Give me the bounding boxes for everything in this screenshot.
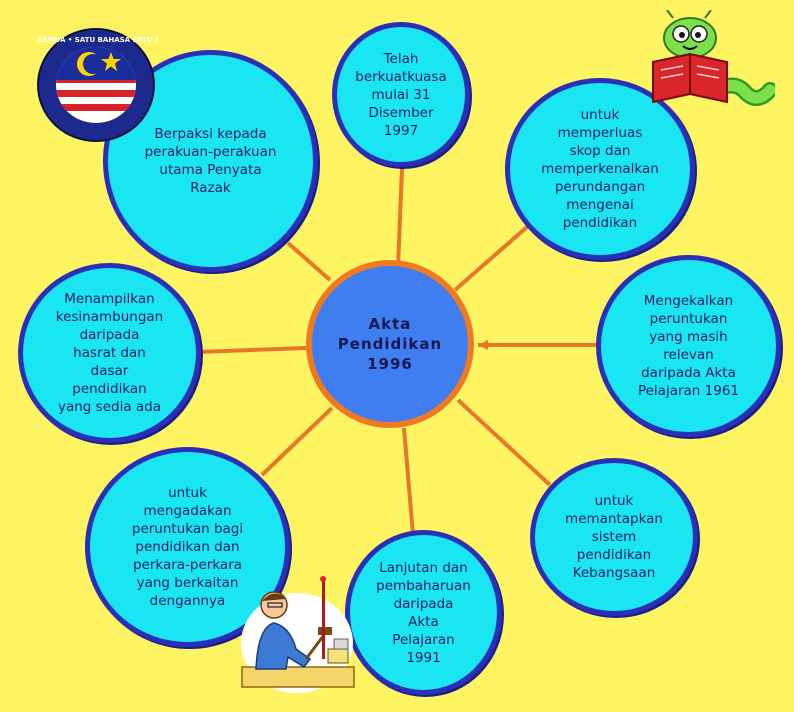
node-n6-text: untuk mengadakan peruntukan bagi pendidi… [131,485,244,609]
node-n1-text: Telah berkuatkuasa mulai 31 Disember 199… [355,50,447,139]
node-n4: untuk memantapkan sistem pendidikan Keba… [530,458,698,616]
arrow-head-n3 [478,340,488,350]
center-node: Akta Pendidikan 1996 [306,260,474,428]
bookworm-reading-icon [652,10,775,106]
node-n8-text: Berpaksi kepada perakuan-perakuan utama … [144,126,277,196]
logo-ring-text: SATU SEKOLAH UNTUK SEMUA • SATU BAHASA S… [35,36,157,44]
connector-n7 [197,346,307,354]
connector-n1 [396,167,404,269]
connector-n4 [456,398,552,487]
connector-n2 [453,218,537,292]
center-title: Akta Pendidikan 1996 [337,315,443,373]
connector-n8 [286,241,332,282]
node-n2: untuk memperluas skop dan memperkenalkan… [505,78,695,260]
node-n3: Mengekalkan peruntukan yang masih releva… [596,255,781,437]
node-n3-text: Mengekalkan peruntukan yang masih releva… [637,293,740,399]
teacher-at-desk-icon [241,576,355,693]
node-n1: Telah berkuatkuasa mulai 31 Disember 199… [332,22,470,167]
malaysia-school-logo: SATU SEKOLAH UNTUK SEMUA • SATU BAHASA S… [35,28,157,142]
connector-n6 [260,406,334,477]
node-n7: Menampilkan kesinambungan daripada hasra… [18,263,201,443]
connector-n5 [402,427,415,536]
node-n5: Lanjutan dan pembaharuan daripada Akta P… [345,530,502,695]
node-n2-text: untuk memperluas skop dan memperkenalkan… [541,107,659,231]
node-n4-text: untuk memantapkan sistem pendidikan Keba… [565,493,663,581]
node-n7-text: Menampilkan kesinambungan daripada hasra… [55,291,164,415]
node-n5-text: Lanjutan dan pembaharuan daripada Akta P… [376,559,471,666]
